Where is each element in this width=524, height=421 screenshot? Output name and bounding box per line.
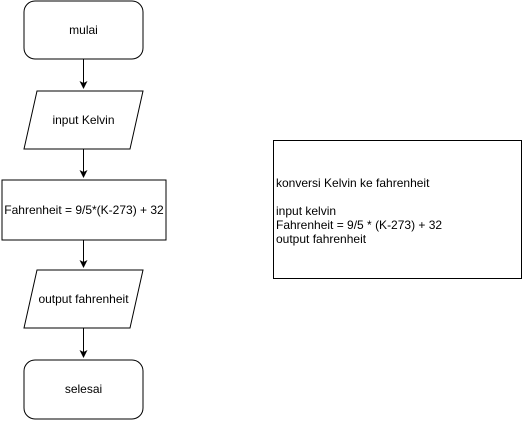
end-terminator [23,359,144,420]
output-parallelogram [23,269,144,329]
output-label: output fahrenheit [38,292,129,306]
input-parallelogram [23,90,144,150]
process-rectangle [1,179,167,241]
description-text: konversi Kelvin ke fahrenheit input kelv… [276,176,442,246]
description-line-output: output fahrenheit [276,232,367,246]
input-label: input Kelvin [52,113,115,127]
end-label: selesai [64,382,103,396]
description-line-input: input kelvin [276,204,337,218]
description-title: konversi Kelvin ke fahrenheit [276,176,430,190]
description-line-formula: Fahrenheit = 9/5 * (K-273) + 32 [276,218,443,232]
description-box: konversi Kelvin ke fahrenheit input kelv… [273,140,522,279]
process-label: Fahrenheit = 9/5*(K-273) + 32 [4,203,164,217]
start-label: mulai [69,23,98,37]
